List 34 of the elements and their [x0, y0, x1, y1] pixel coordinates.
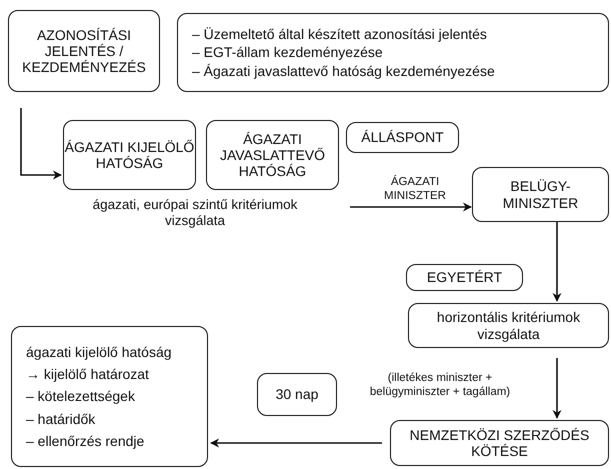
process-box — [406, 264, 523, 291]
process-box — [206, 120, 339, 190]
node-text: – kötelezettségek — [26, 388, 135, 405]
node-text: NEMZETKÖZI SZERZŐDÉS KÖTÉSE — [408, 426, 590, 460]
arrow — [210, 438, 382, 448]
node-text: – Üzemeltető által készített azonosítási jelentés — [192, 26, 487, 42]
arrow — [552, 222, 562, 302]
process-box — [11, 326, 208, 467]
arrow — [350, 202, 472, 212]
process-box — [472, 167, 609, 222]
node-text: ágazati kijelölő hatóság — [26, 344, 172, 360]
process-box — [408, 303, 609, 348]
process-box — [8, 10, 160, 92]
process-box — [63, 120, 196, 190]
arrow — [552, 358, 562, 419]
node-text: – határidők — [26, 410, 96, 427]
node-text: – EGT-állam kezdeményezése — [192, 44, 383, 61]
process-box — [257, 373, 337, 416]
process-box — [390, 420, 609, 466]
node-text: ÁLLÁSPONT — [361, 129, 444, 146]
node-text: ÁGAZATI JAVASLATTEVŐ HATÓSÁG — [218, 130, 326, 180]
arrow — [20, 108, 62, 180]
note-text: ágazati, európai szintű kritériumok vizsgálata — [92, 197, 298, 230]
node-text: → kijelölő határozat — [26, 366, 149, 382]
node-text: – Ágazati javaslattevő hatóság kezdeményezése — [192, 62, 495, 79]
node-text: ÁGAZATI KIJELÖLŐ HATÓSÁG — [64, 138, 195, 172]
node-text: – ellenőrzés rendje — [26, 432, 144, 449]
node-text: 30 nap — [276, 386, 318, 403]
node-text: BELÜGY- MINISZTER — [502, 178, 580, 211]
node-text: AZONOSÍTÁSI JELENTÉS / KEZDEMÉNYEZÉS — [21, 26, 147, 76]
process-box — [177, 13, 609, 92]
node-text: horizontális kritériumok vizsgálata — [436, 309, 582, 342]
node-text: EGYETÉRT — [426, 269, 502, 286]
process-box — [346, 122, 459, 153]
